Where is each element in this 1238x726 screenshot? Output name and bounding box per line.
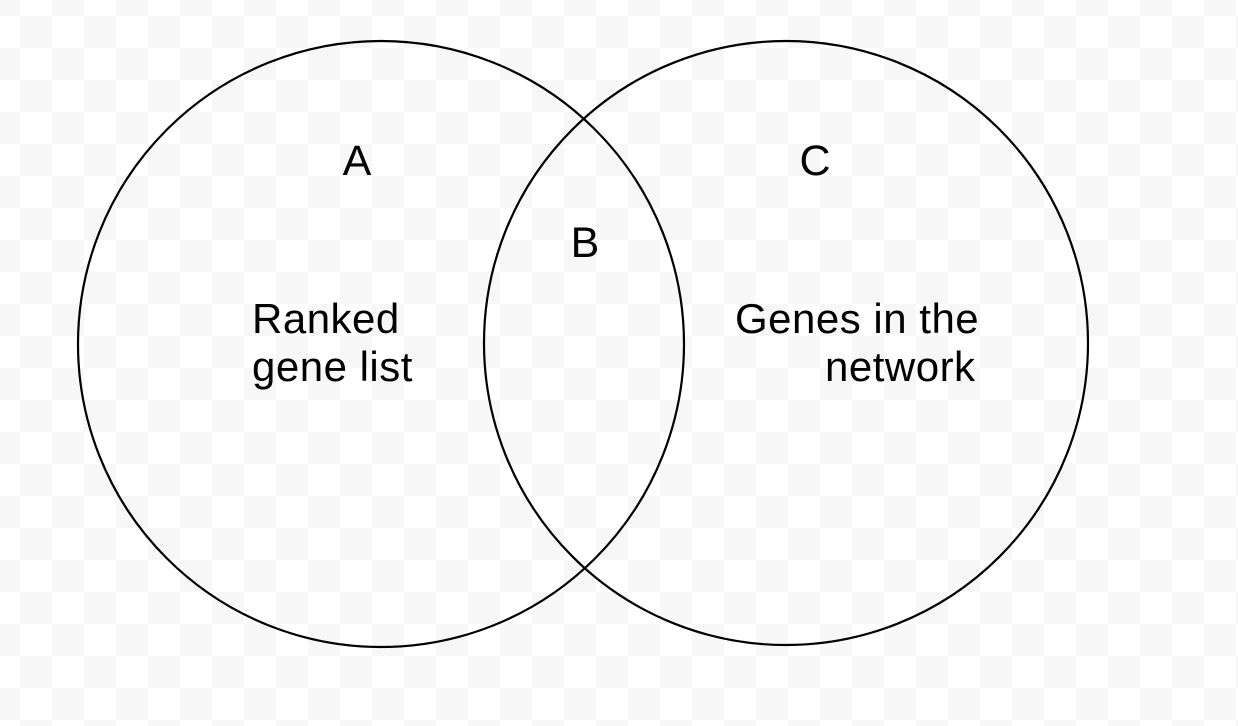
right-set-circle	[482, 39, 1090, 647]
left-set-letter: A	[343, 137, 372, 185]
right-set-letter: C	[799, 137, 830, 185]
intersection-letter: B	[571, 219, 600, 267]
right-set-caption-line2: network	[825, 343, 976, 390]
left-set-circle	[76, 39, 686, 649]
left-set-caption-line2: gene list	[252, 343, 413, 390]
left-set-caption-line1: Ranked	[252, 295, 400, 342]
right-set-caption-line1: Genes in the	[735, 295, 979, 342]
